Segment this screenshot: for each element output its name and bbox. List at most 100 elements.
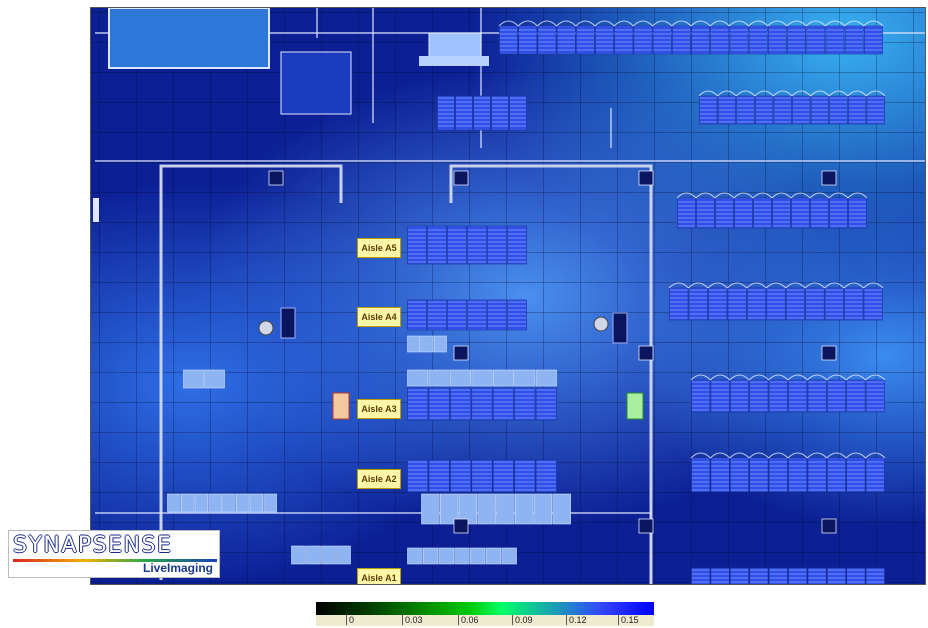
rack-cabinet[interactable] xyxy=(467,299,487,331)
rack-cabinet[interactable] xyxy=(473,95,491,131)
rack-cabinet[interactable] xyxy=(767,25,787,55)
rack-cabinet[interactable] xyxy=(421,493,440,525)
rack-cabinet[interactable] xyxy=(407,387,429,421)
rack-row-a3[interactable] xyxy=(407,387,557,421)
rack-cabinet[interactable] xyxy=(729,25,749,55)
rack-cabinet[interactable] xyxy=(807,379,827,413)
rack-cabinet[interactable] xyxy=(691,457,711,493)
rack-cabinet[interactable] xyxy=(438,547,454,565)
rack-cabinet[interactable] xyxy=(427,225,447,265)
rack-cabinet[interactable] xyxy=(454,547,470,565)
rack-cabinet[interactable] xyxy=(792,95,811,125)
rack-cabinet[interactable] xyxy=(439,493,459,525)
rack-cabinet[interactable] xyxy=(785,287,806,321)
aisle-label-a4[interactable]: Aisle A4 xyxy=(357,307,401,327)
rack-cabinet[interactable] xyxy=(306,545,321,565)
rack-cabinet[interactable] xyxy=(507,225,527,265)
rack-cabinet[interactable] xyxy=(533,493,553,525)
rack-cabinet[interactable] xyxy=(263,493,277,513)
rack-cabinet[interactable] xyxy=(485,547,502,565)
rack-row-left-base[interactable] xyxy=(291,545,351,565)
rack-cabinet[interactable] xyxy=(729,567,749,585)
rack-cabinet[interactable] xyxy=(535,459,557,493)
rack-cabinet[interactable] xyxy=(848,197,867,229)
rack-row-a2-light[interactable] xyxy=(421,493,571,525)
rack-row-e[interactable] xyxy=(691,379,885,413)
rack-cabinet[interactable] xyxy=(492,459,514,493)
rack-cabinet[interactable] xyxy=(710,457,730,493)
rack-cabinet[interactable] xyxy=(810,95,829,125)
rack-cabinet[interactable] xyxy=(249,493,264,513)
rack-cabinet[interactable] xyxy=(708,287,728,321)
rack-cabinet[interactable] xyxy=(514,369,536,387)
rack-cabinet[interactable] xyxy=(428,387,450,421)
floor-heatmap[interactable]: Aisle A5 Aisle A4 Aisle A3 Aisle A2 Aisl… xyxy=(90,7,926,585)
rack-row-a4[interactable] xyxy=(407,299,527,331)
rack-cabinet[interactable] xyxy=(194,493,209,513)
rack-cabinet[interactable] xyxy=(535,369,557,387)
rack-cabinet[interactable] xyxy=(805,287,825,321)
rack-cabinet[interactable] xyxy=(467,225,487,265)
rack-cabinet[interactable] xyxy=(717,95,736,125)
rack-cabinet[interactable] xyxy=(691,567,711,585)
rack-cabinet[interactable] xyxy=(614,25,634,55)
rack-cabinet[interactable] xyxy=(788,379,808,413)
rack-cabinet[interactable] xyxy=(535,387,557,421)
rack-cabinet[interactable] xyxy=(691,379,711,413)
rack-cabinet[interactable] xyxy=(537,25,557,55)
rack-cabinet[interactable] xyxy=(492,387,514,421)
rack-cabinet[interactable] xyxy=(633,25,653,55)
rack-row-b[interactable] xyxy=(699,95,885,125)
rack-cabinet[interactable] xyxy=(433,335,447,353)
rack-cabinet[interactable] xyxy=(669,287,689,321)
rack-cabinet[interactable] xyxy=(575,25,595,55)
rack-cabinet[interactable] xyxy=(691,25,711,55)
rack-cabinet[interactable] xyxy=(181,493,195,513)
rack-cabinet[interactable] xyxy=(428,369,450,387)
rack-cabinet[interactable] xyxy=(671,25,691,55)
rack-cabinet[interactable] xyxy=(846,457,866,493)
rack-row-left-top[interactable] xyxy=(183,369,225,389)
aisle-label-a5[interactable]: Aisle A5 xyxy=(357,238,401,258)
rack-cabinet[interactable] xyxy=(865,567,885,585)
rack-cabinet[interactable] xyxy=(810,197,829,229)
rack-cabinet[interactable] xyxy=(507,299,527,331)
rack-cabinet[interactable] xyxy=(167,493,181,513)
rack-cabinet[interactable] xyxy=(825,25,845,55)
rack-cabinet[interactable] xyxy=(222,493,236,513)
rack-cabinet[interactable] xyxy=(407,459,429,493)
rack-row-d[interactable] xyxy=(669,287,883,321)
rack-row-f[interactable] xyxy=(691,457,885,493)
rack-cabinet[interactable] xyxy=(788,567,808,585)
rack-cabinet[interactable] xyxy=(688,287,708,321)
rack-cabinet[interactable] xyxy=(496,493,515,525)
rack-cabinet[interactable] xyxy=(715,197,734,229)
rack-cabinet[interactable] xyxy=(847,95,867,125)
rack-cabinet[interactable] xyxy=(499,25,519,55)
rack-cabinet[interactable] xyxy=(204,369,225,389)
rack-cabinet[interactable] xyxy=(768,379,788,413)
rack-cabinet[interactable] xyxy=(844,25,864,55)
rack-cabinet[interactable] xyxy=(455,95,473,131)
rack-cabinet[interactable] xyxy=(826,567,846,585)
rack-cabinet[interactable] xyxy=(807,567,827,585)
rack-cabinet[interactable] xyxy=(428,459,450,493)
rack-cabinet[interactable] xyxy=(788,457,808,493)
rack-row-a2[interactable] xyxy=(407,459,557,493)
rack-cabinet[interactable] xyxy=(407,225,427,265)
rack-cabinet[interactable] xyxy=(501,547,517,565)
rack-cabinet[interactable] xyxy=(514,493,534,525)
rack-cabinet[interactable] xyxy=(407,335,421,353)
rack-cabinet[interactable] xyxy=(824,287,844,321)
rack-cabinet[interactable] xyxy=(556,25,576,55)
rack-cabinet[interactable] xyxy=(727,287,747,321)
rack-cabinet[interactable] xyxy=(183,369,204,389)
rack-cabinet[interactable] xyxy=(826,379,846,413)
rack-cabinet[interactable] xyxy=(471,369,493,387)
rack-cabinet[interactable] xyxy=(336,545,351,565)
rack-cabinet[interactable] xyxy=(518,25,538,55)
rack-cabinet[interactable] xyxy=(477,493,496,525)
rack-cabinet[interactable] xyxy=(420,335,434,353)
rack-cabinet[interactable] xyxy=(749,457,769,493)
rack-cabinet[interactable] xyxy=(514,459,536,493)
